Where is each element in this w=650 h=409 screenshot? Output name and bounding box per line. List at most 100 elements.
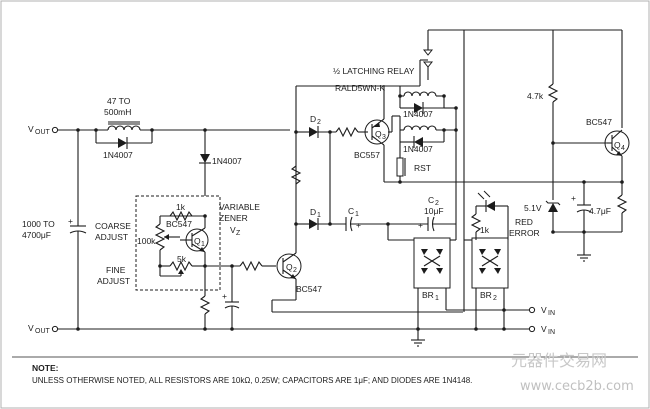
svg-text:4700μF: 4700μF [22, 230, 51, 240]
capacitor-1000-4700uf: + 1000 TO 4700μF [22, 130, 87, 329]
svg-text:IN: IN [548, 329, 555, 336]
svg-text:5k: 5k [177, 254, 187, 264]
capacitor-4u7: + 4.7μF [571, 182, 611, 232]
diode-1n4007-zener-feed: 1N4007 [199, 130, 242, 196]
svg-text:RALD5WN-K: RALD5WN-K [335, 83, 385, 93]
svg-text:FINE: FINE [106, 265, 126, 275]
svg-text:D: D [310, 207, 316, 217]
note-heading: NOTE: [32, 363, 59, 373]
svg-text:1: 1 [355, 211, 359, 218]
svg-text:1000 TO: 1000 TO [22, 219, 55, 229]
resistor-4k7: 4.7k [527, 83, 559, 103]
svg-text:1: 1 [435, 295, 439, 302]
svg-text:Q: Q [375, 129, 382, 139]
svg-text:1N4007: 1N4007 [403, 109, 433, 119]
svg-text:Q: Q [286, 262, 293, 272]
capacitor-q2-base: + [222, 266, 240, 329]
svg-text:D: D [310, 114, 316, 124]
vout-bottom-terminal: V OUT [28, 323, 59, 335]
svg-text:1k: 1k [480, 225, 490, 235]
svg-text:V: V [28, 323, 34, 333]
ground-right [577, 254, 591, 262]
svg-text:V: V [28, 124, 34, 134]
bridge-rectifier-br2: BR 2 [471, 237, 509, 302]
resistor-q4-emitter [616, 194, 628, 214]
potentiometer-100k: 100k [137, 223, 180, 266]
svg-text:2: 2 [317, 119, 321, 126]
svg-text:1N4007: 1N4007 [103, 150, 133, 160]
svg-text:BC547: BC547 [586, 117, 612, 127]
svg-text:V: V [541, 324, 547, 334]
svg-text:Q: Q [614, 140, 621, 150]
svg-text:4.7k: 4.7k [527, 91, 544, 101]
svg-text:+: + [356, 220, 361, 230]
svg-text:Q: Q [194, 236, 201, 246]
svg-text:2: 2 [293, 267, 297, 274]
svg-text:C: C [428, 195, 434, 205]
resistor-q2-collector [290, 165, 302, 185]
svg-text:3: 3 [382, 134, 386, 141]
diode-1n4007-inductor: 1N4007 [95, 130, 153, 160]
svg-text:500mH: 500mH [104, 107, 131, 117]
svg-text:ZENER: ZENER [219, 213, 248, 223]
svg-text:+: + [222, 291, 227, 301]
svg-text:VARIABLE: VARIABLE [219, 202, 260, 212]
vin-terminal-upper: V IN [528, 305, 555, 317]
fine-adjust-label: FINE ADJUST [97, 265, 130, 286]
led-red-error: RED ERROR [476, 190, 540, 238]
svg-text:ADJUST: ADJUST [95, 232, 128, 242]
svg-text:47 TO: 47 TO [107, 96, 131, 106]
svg-text:½ LATCHING RELAY: ½ LATCHING RELAY [333, 66, 415, 76]
svg-text:OUT: OUT [35, 328, 51, 335]
bridge-rectifier-br1: BR 1 [413, 237, 451, 302]
resistor-1k-zener: 1k [169, 202, 193, 222]
diode-d1: D 1 [296, 207, 346, 230]
svg-text:+: + [418, 220, 423, 230]
svg-text:100k: 100k [137, 236, 156, 246]
resistor-q3-base [335, 126, 368, 138]
resistor-box-to-rail [199, 295, 211, 329]
potentiometer-5k: 5k [159, 254, 205, 277]
svg-text:2: 2 [493, 295, 497, 302]
svg-text:1N4007: 1N4007 [403, 144, 433, 154]
vout-top-terminal: V OUT [28, 124, 59, 136]
ground-br1 [411, 339, 425, 347]
svg-text:V: V [230, 225, 236, 235]
capacitor-c2: C 2 10μF + [388, 195, 456, 232]
transistor-q4: BC547 Q 4 [586, 117, 630, 157]
vin-terminal-lower: V IN [528, 324, 555, 336]
svg-text:ERROR: ERROR [509, 228, 540, 238]
svg-text:1: 1 [201, 241, 205, 248]
coarse-adjust-label: COARSE ADJUST [95, 221, 131, 242]
svg-text:BC547: BC547 [296, 284, 322, 294]
relay-coil-upper: 1N4007 [399, 86, 445, 119]
svg-text:ADJUST: ADJUST [97, 276, 130, 286]
svg-text:BR: BR [480, 290, 492, 300]
svg-text:4: 4 [621, 145, 625, 152]
svg-text:1N4007: 1N4007 [212, 156, 242, 166]
svg-text:5.1V: 5.1V [524, 203, 542, 213]
variable-zener-box [135, 195, 221, 291]
zener-5v1: 5.1V [524, 143, 561, 232]
resistor-1k-led: 1k [470, 206, 490, 240]
svg-text:BC547: BC547 [166, 219, 192, 229]
svg-text:4.7μF: 4.7μF [589, 206, 611, 216]
relay-contact [419, 29, 465, 312]
relay-coil-lower: 1N4007 [399, 125, 456, 154]
watermark-cn: 元器件交易网 [511, 351, 607, 370]
svg-text:BR: BR [422, 290, 434, 300]
diode-d2: D 2 [296, 114, 336, 138]
resistor-q2-base [239, 260, 276, 272]
variable-zener-label: VARIABLE ZENER V Z [219, 202, 260, 237]
capacitor-c1: C 1 + [345, 206, 388, 232]
svg-text:C: C [348, 206, 354, 216]
svg-text:2: 2 [435, 200, 439, 207]
svg-text:IN: IN [548, 310, 555, 317]
svg-text:1k: 1k [176, 202, 186, 212]
relay-label: ½ LATCHING RELAY RALD5WN-K [333, 66, 415, 93]
watermark-url: www.cecb2b.com [520, 379, 634, 394]
svg-text:COARSE: COARSE [95, 221, 131, 231]
